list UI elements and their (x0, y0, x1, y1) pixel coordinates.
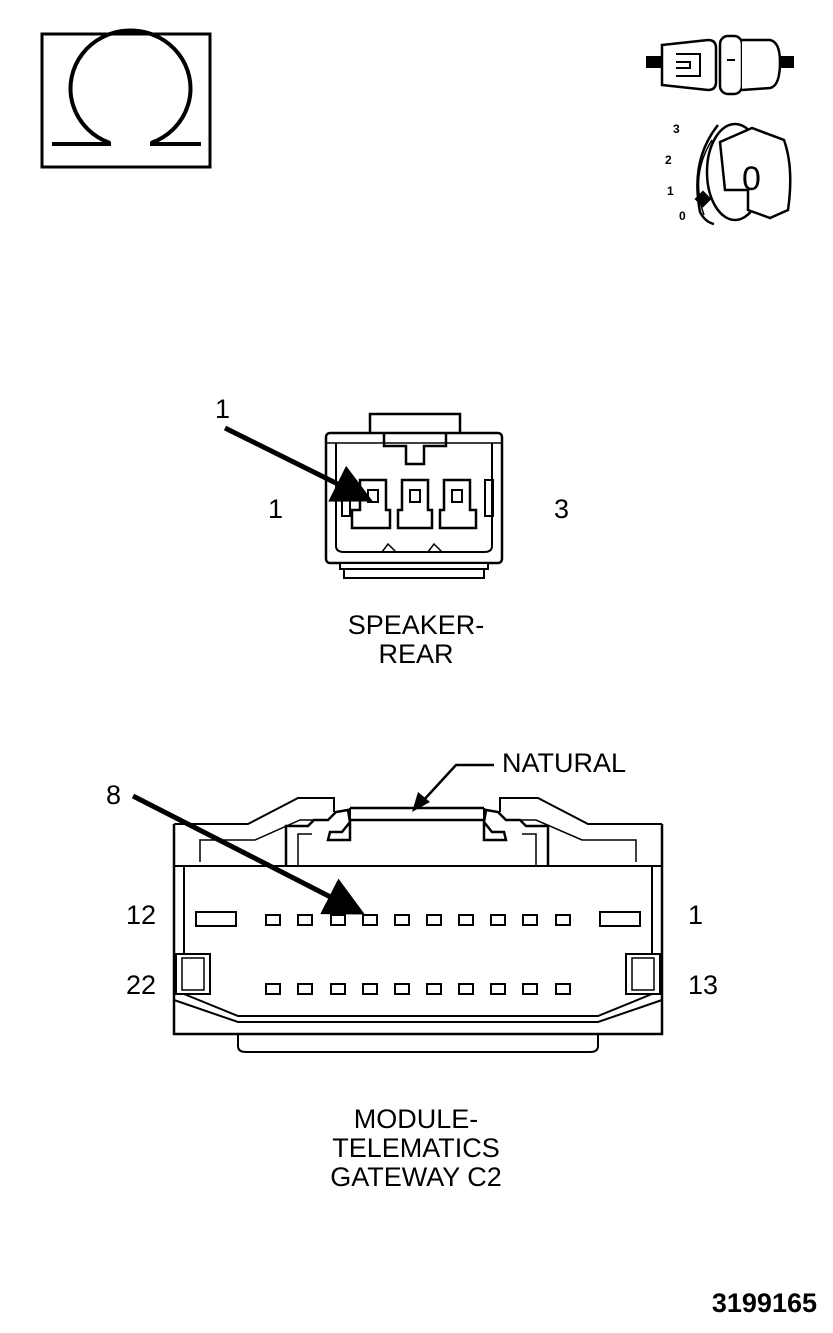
bottom-terminal-row (265, 983, 571, 995)
speaker-name-line1: SPEAKER- (347, 610, 485, 640)
telematics-name-line2: TELEMATICS (332, 1133, 500, 1163)
telematics-pin-12: 12 (126, 900, 157, 930)
telematics-name-line3: GATEWAY C2 (330, 1162, 502, 1192)
figure-number: 3199165 (711, 1288, 817, 1318)
ohm-icon (40, 28, 212, 169)
telematics-connector-name: MODULE- TELEMATICS GATEWAY C2 (276, 1105, 556, 1192)
telematics-pin-13: 13 (688, 970, 719, 1000)
natural-leader-arrowhead (412, 792, 430, 812)
telematics-pin-22: 22 (126, 970, 157, 1000)
telematics-connector (172, 797, 664, 1053)
speaker-callout-number: 1 (215, 394, 231, 424)
ignition-key-label: 0 (742, 160, 761, 198)
top-terminal-row (265, 914, 571, 926)
speaker-pin-left: 1 (268, 494, 284, 524)
speaker-rear-connector (324, 412, 504, 579)
speaker-callout-arrow (223, 425, 373, 502)
ignition-pos-1: 1 (667, 184, 674, 198)
ignition-key-icon (694, 122, 792, 226)
connector-plug-icon (646, 34, 794, 96)
natural-leader-line (421, 763, 494, 803)
telematics-callout-arrow (131, 793, 365, 915)
speaker-name-line2: REAR (378, 639, 454, 669)
speaker-pin-right: 3 (554, 494, 570, 524)
speaker-connector-name: SPEAKER- REAR (296, 611, 536, 669)
telematics-name-line1: MODULE- (353, 1104, 479, 1134)
ignition-pos-0: 0 (679, 209, 686, 223)
connector-color-label: NATURAL (502, 748, 627, 778)
telematics-callout-number: 8 (106, 780, 122, 810)
telematics-pin-1: 1 (688, 900, 704, 930)
ignition-pos-2: 2 (665, 153, 672, 167)
ignition-pos-3: 3 (673, 122, 680, 136)
